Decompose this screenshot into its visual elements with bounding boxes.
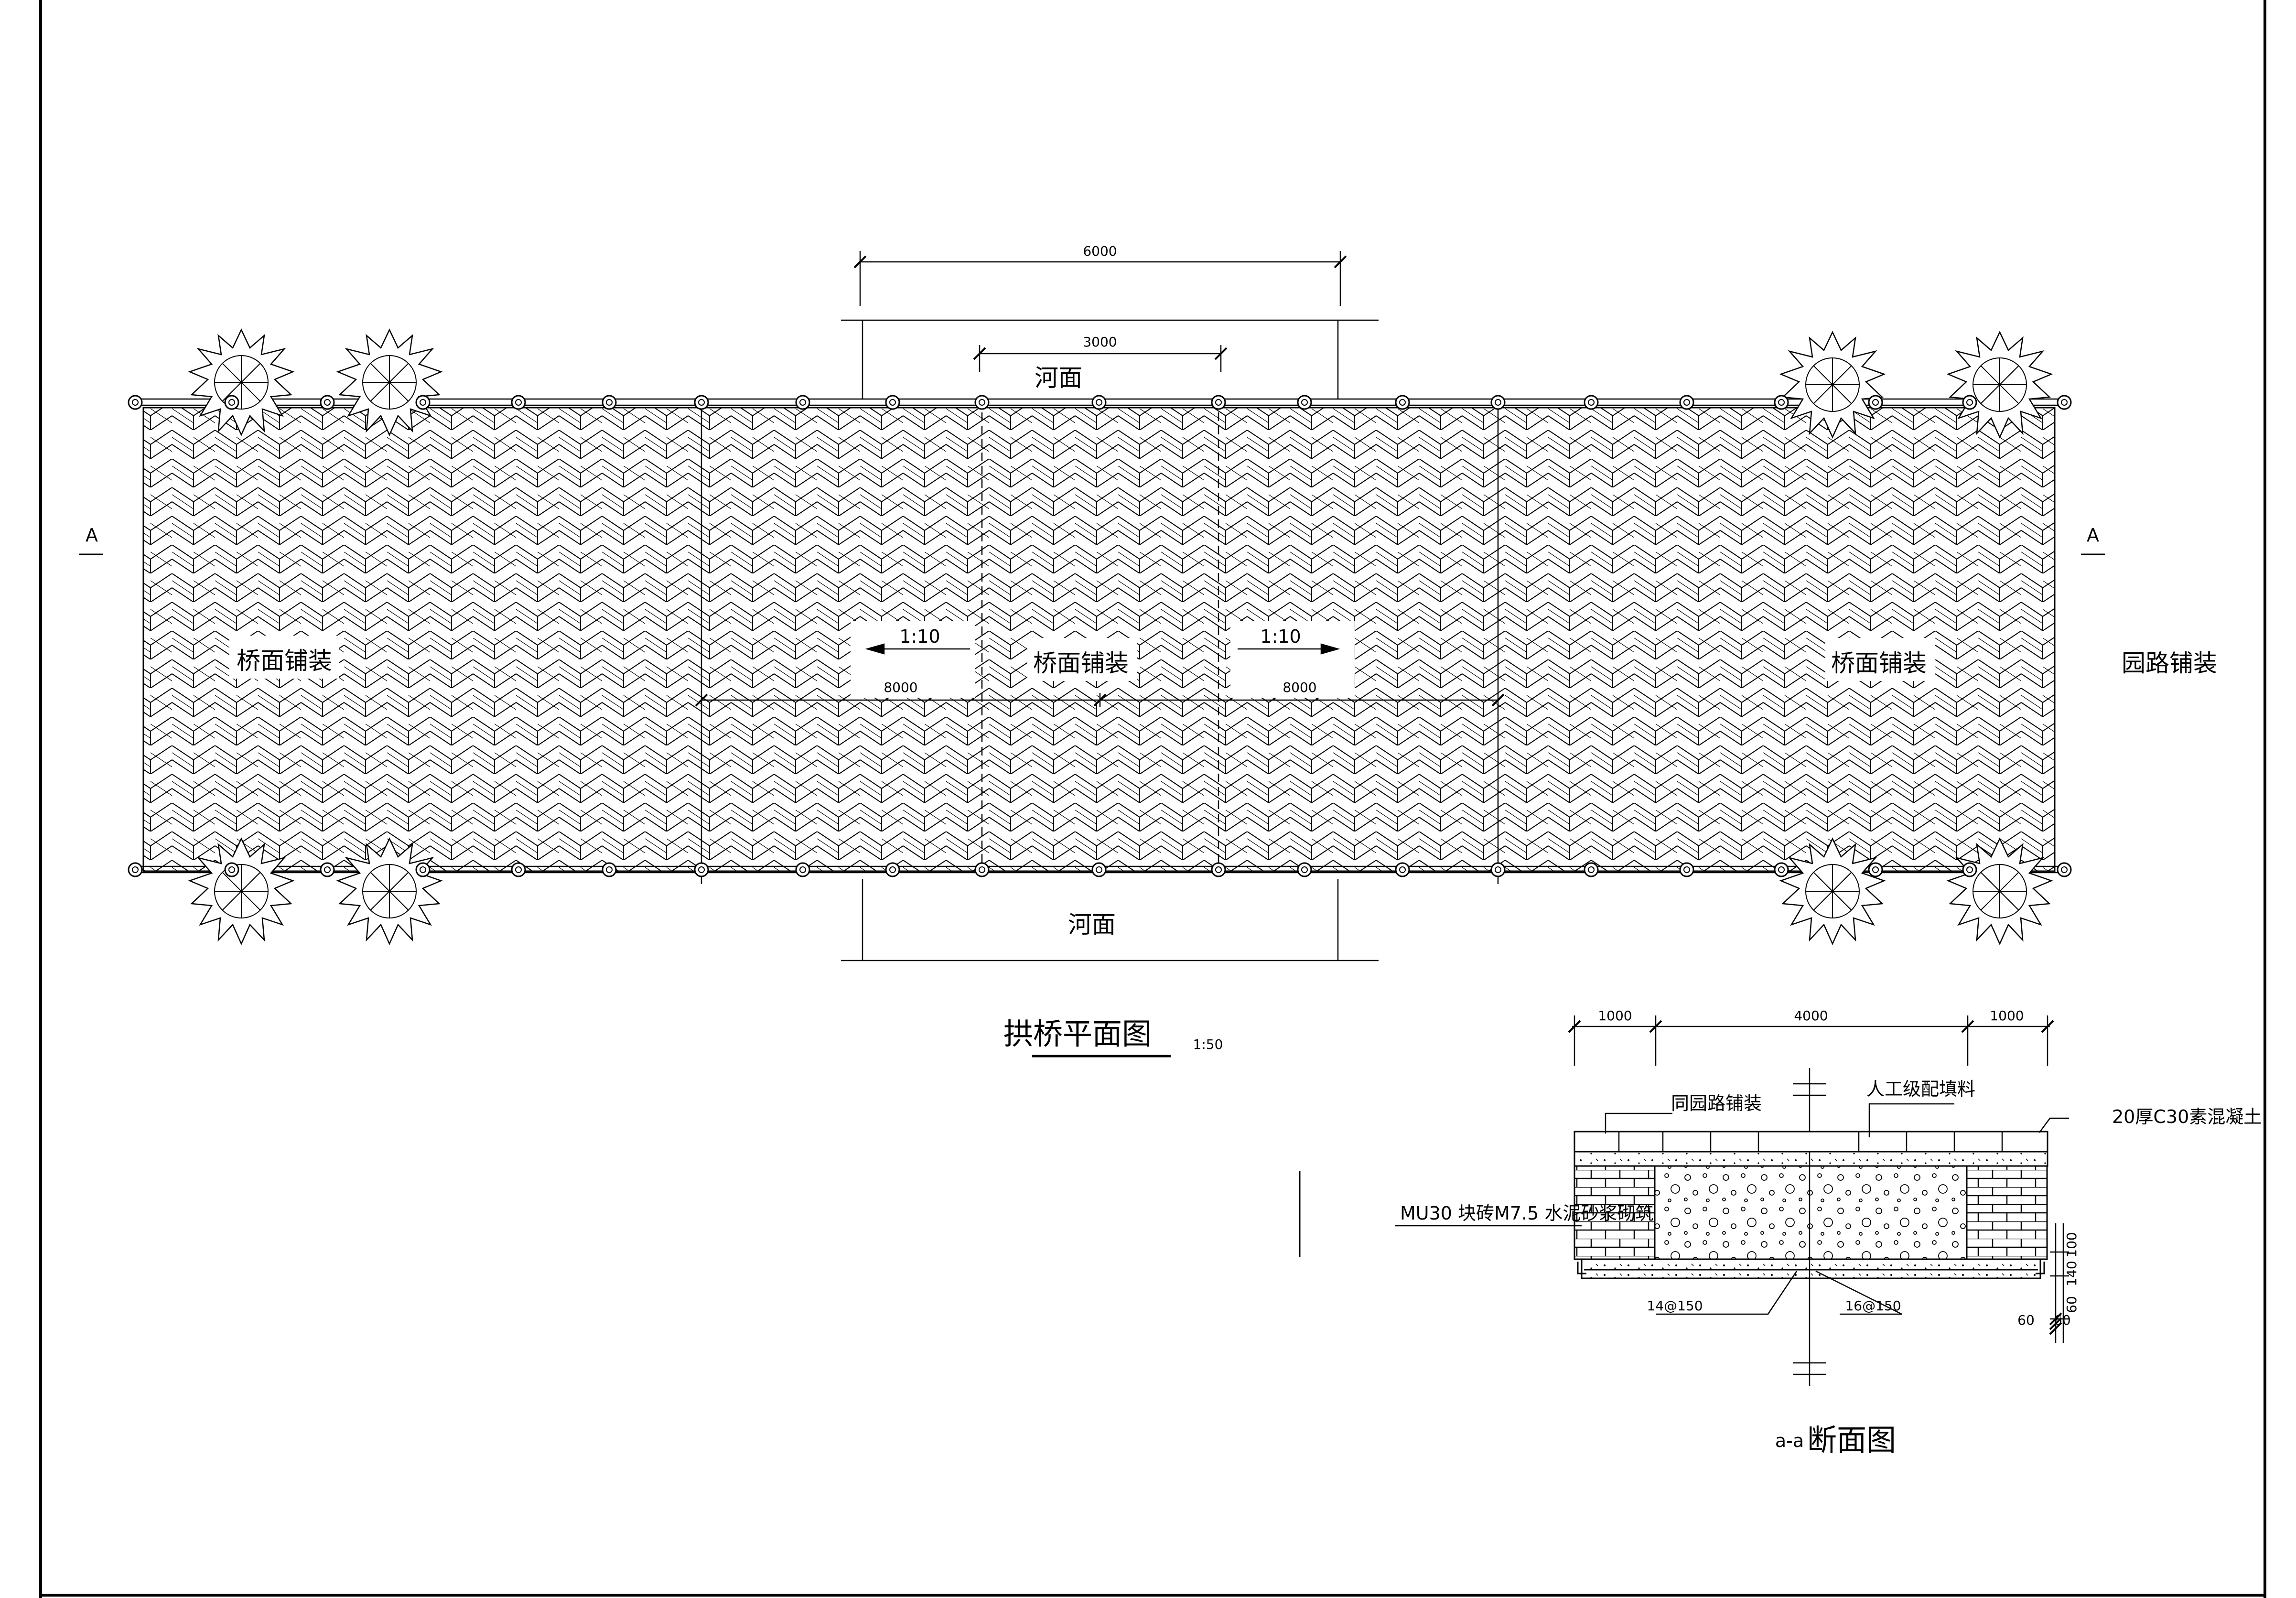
section-brick-right xyxy=(1966,1165,2048,1260)
section-base-slab xyxy=(1581,1258,2041,1279)
dim-vertical-100: 100 xyxy=(2064,1232,2080,1257)
section-dimensions-top xyxy=(1568,1015,2054,1066)
railing-posts-top xyxy=(128,395,2072,410)
section-title: 断面图 xyxy=(1807,1423,1896,1458)
slope-right-label: 1:10 xyxy=(1260,626,1301,647)
river-bank-top xyxy=(841,319,1379,399)
deck-segment-lines xyxy=(701,399,1499,884)
plan-scale: 1:50 xyxy=(1193,1037,1223,1052)
section-mark-left: A xyxy=(86,525,98,546)
label-brick-mortar: MU30 块砖M7.5 水泥砂浆砌筑 xyxy=(1400,1203,1653,1224)
slope-arrow-left xyxy=(865,643,970,655)
section-dim-middle: 4000 xyxy=(1794,1008,1828,1024)
section-brick-left xyxy=(1574,1165,1656,1260)
label-rebar-a: 14@150 xyxy=(1647,1298,1703,1314)
a-a-section: 1000 4000 1000 xyxy=(1395,1008,2262,1458)
dim-vertical-60: 60 xyxy=(2064,1296,2080,1313)
arch-bridge-plan: 6000 3000 河面 河面 xyxy=(79,243,2217,1058)
section-mark-right: A xyxy=(2087,525,2099,546)
dimension-top-total xyxy=(853,251,1347,306)
section-fill-material xyxy=(1654,1165,1968,1260)
plan-title: 拱桥平面图 xyxy=(1003,1016,1152,1051)
section-dimensions-right xyxy=(2049,1223,2069,1343)
dimension-6000-label: 6000 xyxy=(1083,243,1117,259)
section-title-prefix: a-a xyxy=(1775,1430,1804,1451)
deck-paving-right-label: 桥面铺装 xyxy=(1831,649,1927,677)
railing-posts-bottom xyxy=(128,862,2072,877)
label-road-paving: 同园路铺装 xyxy=(1671,1093,1762,1114)
section-dim-left: 1000 xyxy=(1598,1008,1632,1024)
dim-horizontal-60b: 60 xyxy=(2054,1312,2071,1328)
dim-horizontal-60a: 60 xyxy=(2017,1312,2035,1328)
section-leaders xyxy=(1395,1103,2069,1315)
label-concrete: 20厚C30素混凝土 xyxy=(2112,1106,2262,1127)
label-fill-material: 人工级配填料 xyxy=(1866,1079,1975,1100)
deck-paving-center-label: 桥面铺装 xyxy=(1033,649,1129,677)
river-surface-top-label: 河面 xyxy=(1035,364,1082,392)
sheet-border xyxy=(39,0,2266,1598)
dimension-span xyxy=(695,693,1505,707)
span-left-label: 8000 xyxy=(884,680,917,695)
deck-paving-left-label: 桥面铺装 xyxy=(237,647,332,675)
dimension-top-river xyxy=(973,345,1228,372)
dimension-3000-label: 3000 xyxy=(1083,334,1117,350)
river-surface-bottom-label: 河面 xyxy=(1068,911,1116,939)
section-paving-layer xyxy=(1574,1131,2048,1153)
river-bank-bottom xyxy=(841,879,1379,961)
road-paving-label: 园路铺装 xyxy=(2122,649,2217,677)
slope-left-label: 1:10 xyxy=(899,626,940,647)
section-dim-right: 1000 xyxy=(1990,1008,2024,1024)
span-right-label: 8000 xyxy=(1283,680,1316,695)
dim-vertical-140: 140 xyxy=(2064,1261,2080,1286)
section-concrete-layer xyxy=(1574,1151,2048,1167)
slope-arrow-right xyxy=(1238,643,1340,655)
label-rebar-b: 16@150 xyxy=(1845,1298,1901,1314)
